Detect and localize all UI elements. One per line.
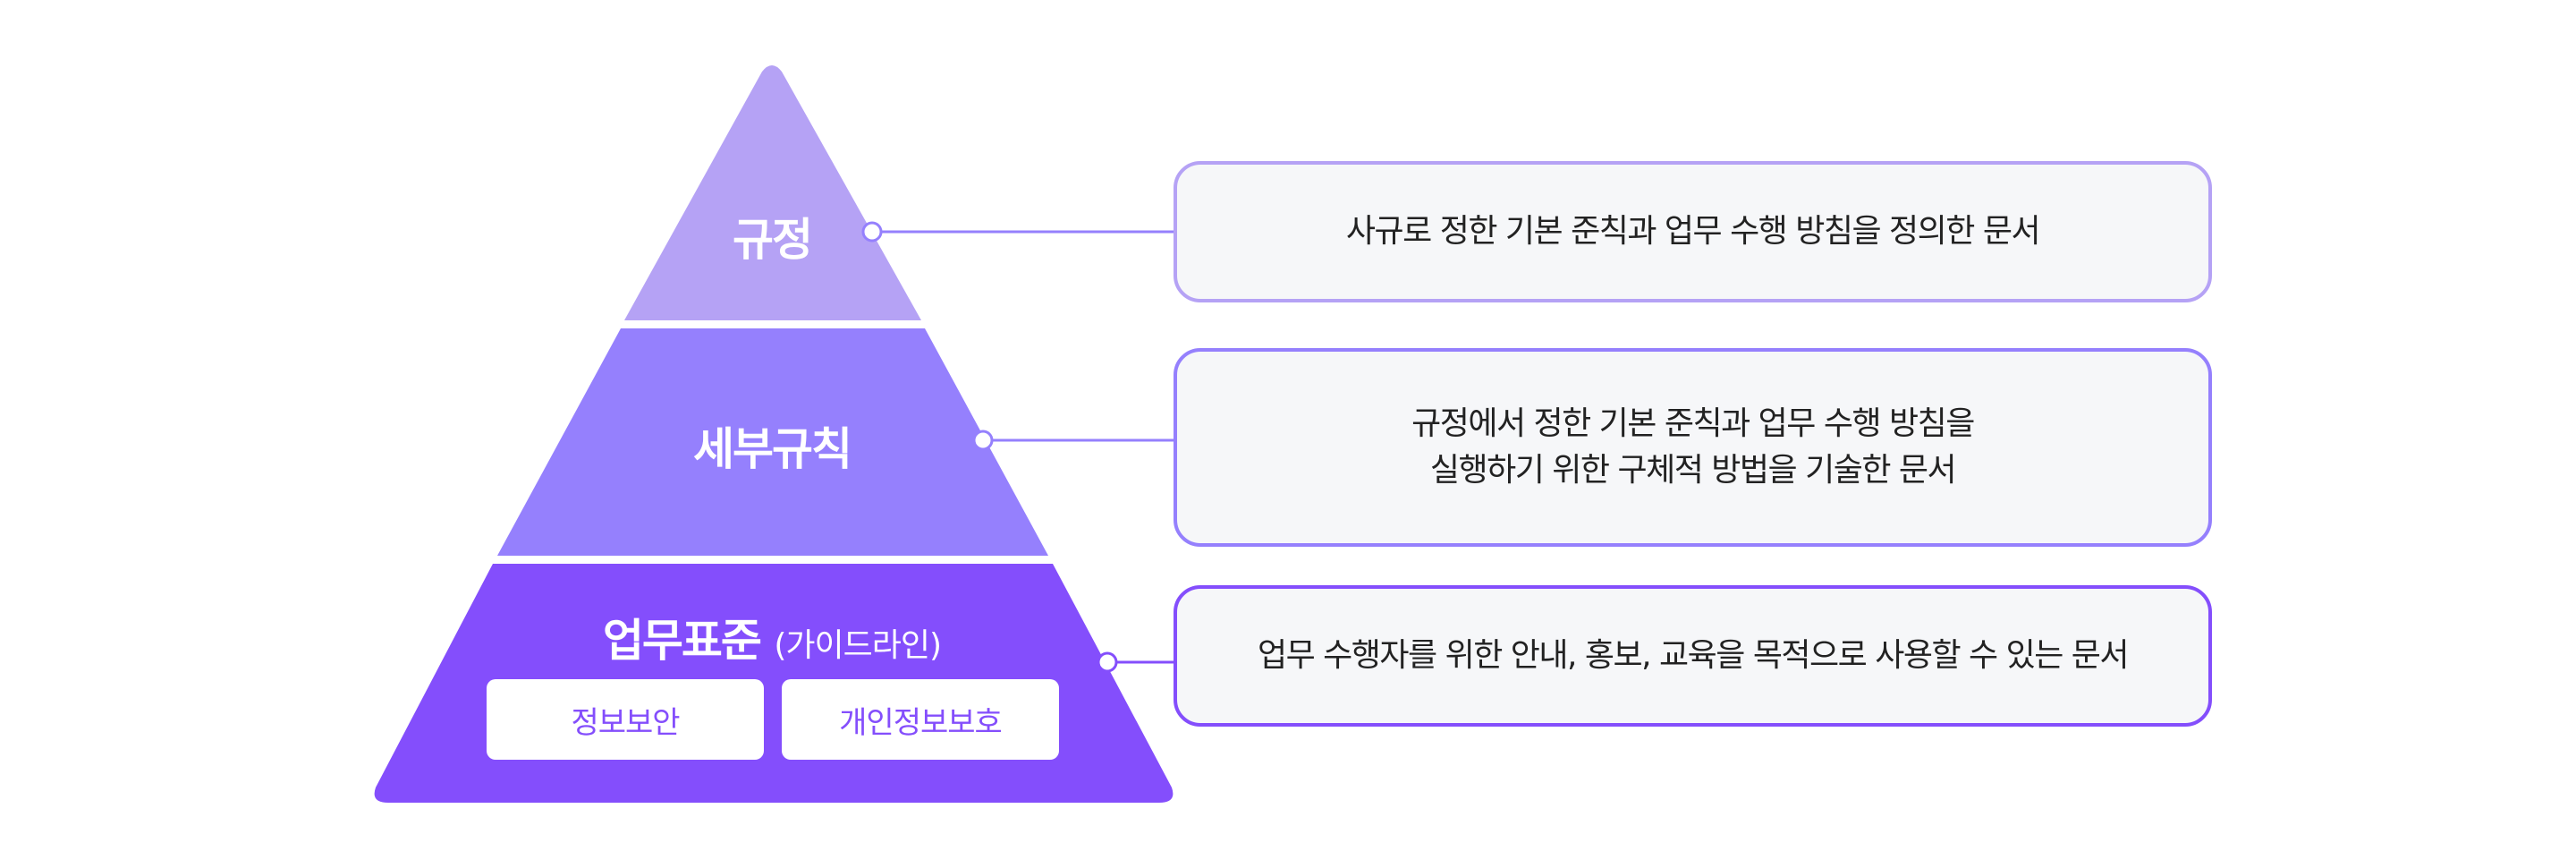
pyramid-tier-1 (624, 65, 921, 320)
connector-dot-2 (972, 430, 994, 451)
tier-3-subtitle: (가이드라인) (774, 627, 942, 664)
tier-3-label: 업무표준 (가이드라인) (504, 605, 1040, 669)
pyramid-tier-2 (497, 328, 1048, 556)
connector-dot-3 (1097, 651, 1118, 673)
description-box-1: 사규로 정한 기본 준칙과 업무 수행 방침을 정의한 문서 (1174, 161, 2212, 302)
description-text-3: 업무 수행자를 위한 안내, 홍보, 교육을 목적으로 사용할 수 있는 문서 (1257, 636, 2130, 674)
connector-dot-1 (861, 221, 883, 243)
description-box-2: 규정에서 정한 기본 준칙과 업무 수행 방침을 실행하기 위한 구체적 방법을… (1174, 348, 2212, 547)
tier-1-label: 규정 (733, 214, 813, 266)
tier-2-label: 세부규칙 (693, 423, 852, 475)
chip-information-security: 정보보안 (487, 679, 764, 760)
chip-personal-info-protection: 개인정보보호 (782, 679, 1059, 760)
description-text-1: 사규로 정한 기본 준칙과 업무 수행 방침을 정의한 문서 (1345, 212, 2041, 250)
description-box-3: 업무 수행자를 위한 안내, 홍보, 교육을 목적으로 사용할 수 있는 문서 (1174, 585, 2212, 727)
description-text-2b: 실행하기 위한 구체적 방법을 기술한 문서 (1429, 452, 1957, 489)
tier-3-title: 업무표준 (602, 615, 762, 667)
description-text-2a: 규정에서 정한 기본 준칙과 업무 수행 방침을 (1411, 404, 1975, 442)
